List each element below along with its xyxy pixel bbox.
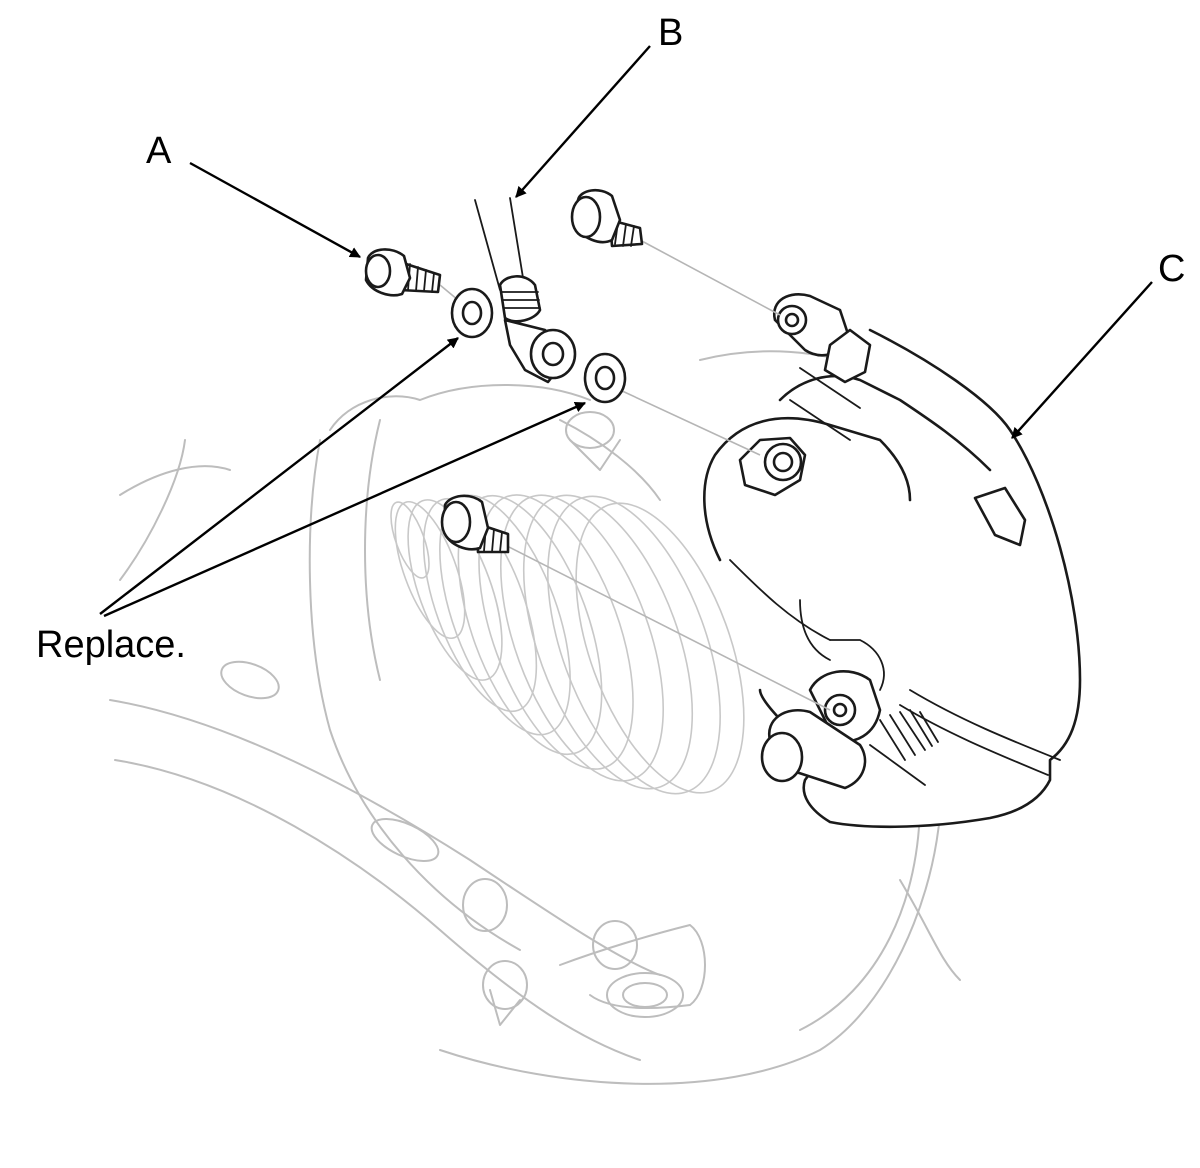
banjo-bolt bbox=[364, 248, 471, 311]
brake-hose bbox=[474, 197, 577, 384]
callout-b-label: B bbox=[658, 12, 684, 54]
leader-replace-1 bbox=[99, 337, 459, 615]
caliper-mounting-bolt-upper bbox=[570, 188, 781, 316]
replace-note-label: Replace. bbox=[36, 624, 186, 666]
drive-shaft-boot bbox=[390, 494, 745, 795]
leader-a bbox=[189, 161, 361, 259]
callout-c-label: C bbox=[1158, 248, 1186, 290]
caliper-mounting-bolt-lower bbox=[440, 494, 831, 711]
leader-replace-2 bbox=[103, 401, 587, 618]
brake-caliper bbox=[703, 293, 1082, 829]
leader-b bbox=[515, 45, 651, 198]
leader-c bbox=[1011, 281, 1153, 439]
sealing-washer-lower bbox=[583, 352, 761, 456]
sealing-washer-upper bbox=[450, 287, 494, 339]
callout-a-label: A bbox=[146, 130, 172, 172]
leader-lines bbox=[99, 45, 1153, 618]
